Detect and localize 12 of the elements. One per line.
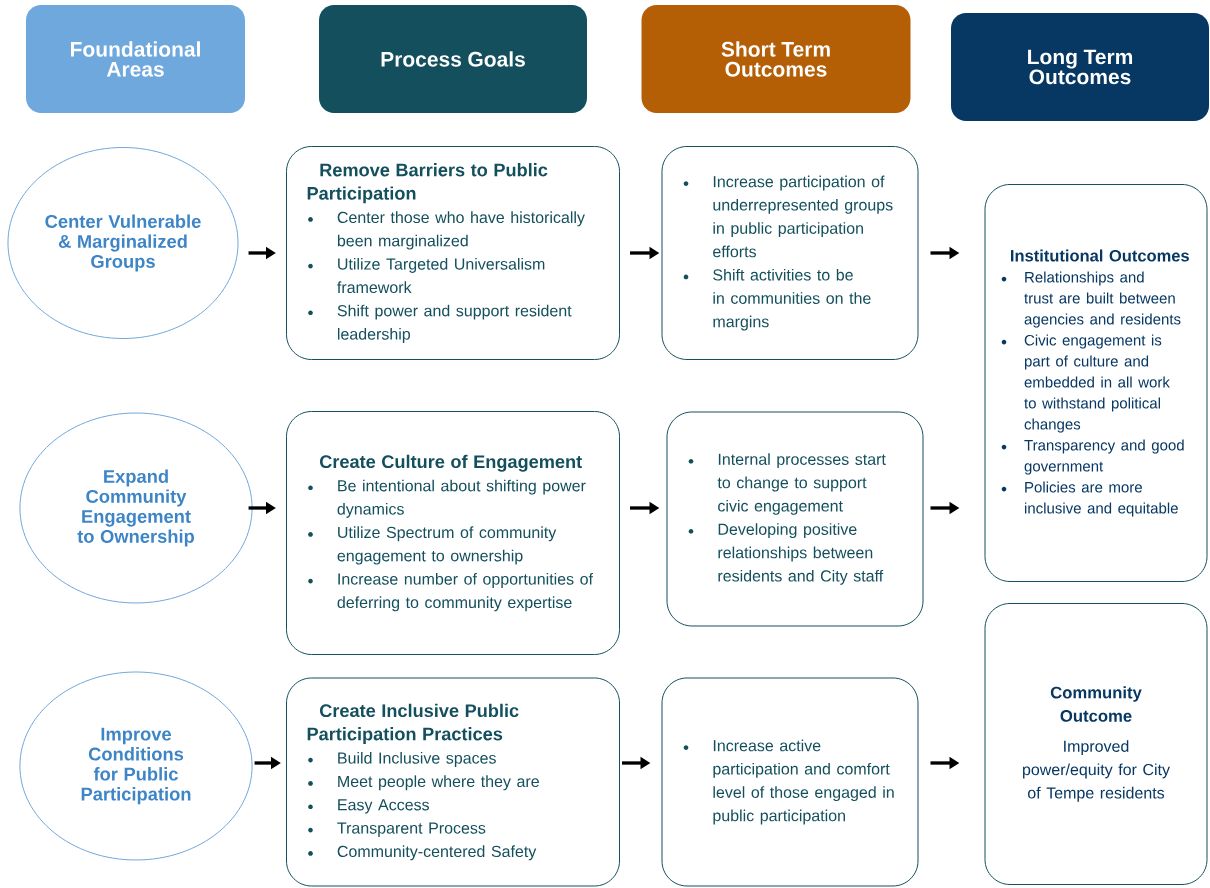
outcome-box: Internal processes start to change to support civic engagement Developing positive relationships between residents and City staff	[666, 411, 924, 627]
outcome-box: Increase active participation and comfort level of those engaged in public participation	[661, 677, 919, 887]
goal-box: Create Culture of Engagement Be intentional about shifting power dynamics Utilize Spectrum of community engagement to ownership Increase number of opportunities of deferring to community expertise	[286, 411, 620, 655]
column-header: Long Term Outcomes	[951, 13, 1209, 121]
column-header: Short Term Outcomes	[641, 5, 911, 113]
goal-box: Remove Barriers to Public Participation Center those who have historically been marginalized Utilize Targeted Universalism framework Shift power and support resident leadership	[286, 146, 620, 360]
column-header: Foundational Areas	[26, 5, 245, 113]
goal-box: Create Inclusive Public Participation Practices Build Inclusive spaces Meet people where they are Easy Access Transparent Process Community-centered Safety	[286, 677, 620, 887]
column-header: Process Goals	[319, 5, 587, 113]
outcome-box: Increase participation of underrepresented groups in public participation efforts Shift activities to be in communities on the margins	[661, 146, 919, 360]
outcome-box: Community Outcome Improved power/equity for City of Tempe residents	[984, 603, 1208, 885]
outcome-box: Institutional Outcomes Relationships and trust are built between agencies and residents Civic engagement is part of culture and embedded in all work to withstand political changes Transparency and good government Policies are more inclusive and equitable	[984, 184, 1208, 582]
